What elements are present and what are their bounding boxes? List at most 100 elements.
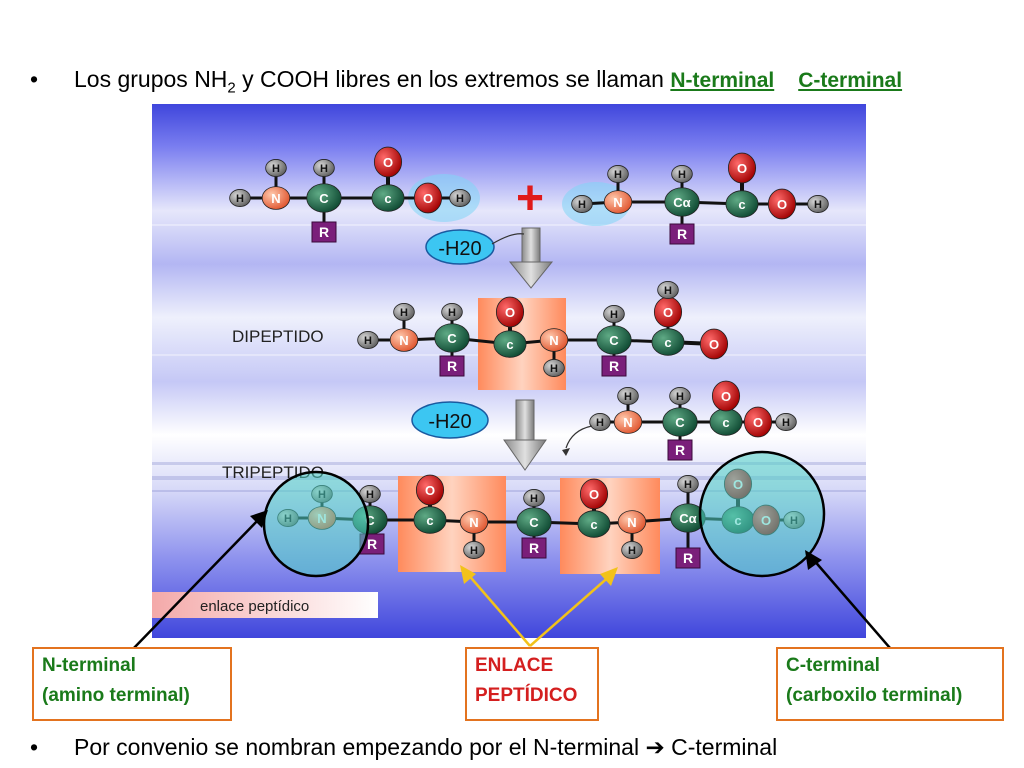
oxygen-atom: O xyxy=(579,478,609,510)
reaction-arrow-2 xyxy=(503,399,547,471)
atom-symbol: O xyxy=(589,487,599,502)
carbonyl-carbon-atom: c xyxy=(725,190,759,218)
carbonyl-carbon-atom: c xyxy=(651,328,685,356)
bullet-2-text-after: C-terminal xyxy=(664,734,778,760)
nitrogen-atom: N xyxy=(389,328,419,352)
atom-symbol: H xyxy=(456,193,464,205)
hydrogen-atom: H xyxy=(617,387,639,405)
atom-symbol: C xyxy=(447,331,457,346)
atom-symbol: C xyxy=(675,415,685,430)
carbon-alpha-atom: C xyxy=(516,507,552,537)
atom-symbol: H xyxy=(596,417,604,429)
oxygen-atom: O xyxy=(727,152,757,184)
atom-symbol: H xyxy=(676,391,684,403)
carbonyl-carbon-atom: c xyxy=(577,510,611,538)
n-terminal-link[interactable]: N-terminal xyxy=(670,69,775,92)
c-terminal-link[interactable]: C-terminal xyxy=(798,69,903,92)
arrow-curve-2 xyxy=(565,425,593,449)
bullet-2-text: Por convenio se nombran empezando por el… xyxy=(74,734,777,761)
bullet-1-text-after: y COOH libres en los extremos se llaman xyxy=(235,66,671,92)
atom-symbol: H xyxy=(614,169,622,181)
carbon-alpha-atom: Cα xyxy=(670,503,706,533)
hydrogen-atom: H xyxy=(265,159,287,177)
carbonyl-carbon-atom: c xyxy=(413,506,447,534)
enlace-legend-label: enlace peptídico xyxy=(200,598,309,615)
carbon-alpha-atom: C xyxy=(596,325,632,355)
n-terminal-callout-line1: N-terminal xyxy=(42,655,136,676)
hydrogen-atom: H xyxy=(357,331,379,349)
atom-symbol: N xyxy=(271,191,280,206)
atom-symbol: H xyxy=(448,307,456,319)
atom-symbol: Cα xyxy=(679,511,696,526)
oxygen-atom: O xyxy=(373,146,403,178)
atom-symbol: C xyxy=(609,333,619,348)
atom-symbol: H xyxy=(400,307,408,319)
atom-symbol: R xyxy=(609,358,619,374)
atom-symbol: O xyxy=(737,161,747,176)
atom-symbol: H xyxy=(470,545,478,557)
carbon-alpha-atom: C xyxy=(434,323,470,353)
atom-symbol: R xyxy=(529,540,539,556)
enlace-callout: ENLACE PEPTÍDICO xyxy=(465,647,599,721)
atom-symbol: H xyxy=(236,193,244,205)
atom-symbol: H xyxy=(550,363,558,375)
bullet-dot: • xyxy=(30,734,39,760)
n-terminal-callout: N-terminal (amino terminal) xyxy=(32,647,232,721)
r-group: R xyxy=(667,439,693,461)
atom-symbol: R xyxy=(319,224,329,240)
atom-symbol: H xyxy=(366,489,374,501)
right-arrow-icon: ➔ xyxy=(645,734,665,760)
atom-symbol: c xyxy=(506,337,513,352)
minus-h2o-1: -H20 xyxy=(425,229,495,265)
oxygen-atom: O xyxy=(495,296,525,328)
oxygen-atom: O xyxy=(413,182,443,214)
bullet-1-subscript: 2 xyxy=(227,79,236,97)
hydrogen-atom: H xyxy=(441,303,463,321)
atom-symbol: c xyxy=(426,513,433,528)
carbonyl-carbon-atom: c xyxy=(371,184,405,212)
atom-symbol: N xyxy=(549,333,558,348)
hydrogen-atom: H xyxy=(229,189,251,207)
r-group: R xyxy=(601,355,627,377)
oxygen-atom: O xyxy=(711,380,741,412)
hydrogen-atom: H xyxy=(657,281,679,299)
hydrogen-atom: H xyxy=(607,165,629,183)
c-terminal-callout-line2: (carboxilo terminal) xyxy=(786,685,963,706)
atom-symbol: H xyxy=(628,545,636,557)
arrow-curve-1 xyxy=(491,233,525,245)
n-terminal-highlight xyxy=(262,470,370,578)
bullet-1-text: Los grupos NH2 y COOH libres en los extr… xyxy=(74,66,902,97)
atom-symbol: O xyxy=(663,305,673,320)
atom-symbol: C xyxy=(319,191,329,206)
hydrogen-atom: H xyxy=(775,413,797,431)
atom-symbol: c xyxy=(590,517,597,532)
r-group: R xyxy=(439,355,465,377)
atom-symbol: R xyxy=(675,442,685,458)
atom-symbol: N xyxy=(623,415,632,430)
oxygen-atom: O xyxy=(415,474,445,506)
bullet-2-text-before: Por convenio se nombran empezando por el… xyxy=(74,734,646,760)
atom-symbol: H xyxy=(684,479,692,491)
hydrogen-atom: H xyxy=(671,165,693,183)
atom-symbol: R xyxy=(447,358,457,374)
atom-symbol: O xyxy=(425,483,435,498)
atom-symbol: c xyxy=(738,197,745,212)
atom-symbol: H xyxy=(530,493,538,505)
c-terminal-callout-line1: C-terminal xyxy=(786,655,880,676)
hydrogen-atom: H xyxy=(543,359,565,377)
r-group: R xyxy=(311,221,337,243)
bullet-dot: • xyxy=(30,66,39,92)
carbon-alpha-atom: C xyxy=(662,407,698,437)
atom-symbol: C xyxy=(365,513,375,528)
atom-symbol: R xyxy=(677,226,687,242)
atom-symbol: R xyxy=(683,550,693,566)
atom-symbol: H xyxy=(814,199,822,211)
atom-symbol: O xyxy=(505,305,515,320)
atom-symbol: H xyxy=(610,309,618,321)
atom-symbol: O xyxy=(383,155,393,170)
minus-h2o-1-label: -H20 xyxy=(438,238,481,260)
nitrogen-atom: N xyxy=(617,510,647,534)
r-group: R xyxy=(521,537,547,559)
plus-sign: + xyxy=(516,172,544,225)
